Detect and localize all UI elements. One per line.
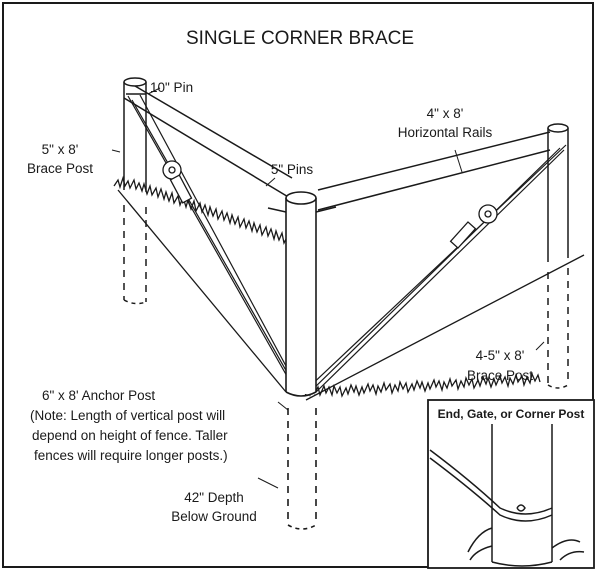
label-rails-line1: 4" x 8' [427,106,464,121]
diagram-title: SINGLE CORNER BRACE [186,28,414,49]
left-brace-post [123,77,147,305]
label-left-brace-line1: 5" x 8' [42,142,79,157]
label-left-brace-line2: Brace Post [27,161,93,176]
pins [126,93,337,213]
label-right-brace-line2: Brace Post [467,368,533,383]
inset-panel: End, Gate, or Corner Post [427,399,595,569]
label-depth-line1: 42" Depth [184,490,244,505]
label-rails-line2: Horizontal Rails [398,125,493,140]
leader-lines [111,87,545,489]
label-right-brace-line1: 4-5" x 8' [476,348,525,363]
label-depth-line2: Below Ground [171,509,257,524]
tension-wires [127,94,567,395]
label-5in-pins: 5" Pins [271,162,314,177]
right-brace-post [547,123,569,389]
inset-title: End, Gate, or Corner Post [438,407,585,421]
tensioner-left [162,160,193,204]
anchor-post [285,191,317,530]
inset-border [427,399,595,569]
label-anchor-line2: (Note: Length of vertical post will [30,408,225,423]
ground-grass [113,175,585,401]
inset-post-illustration [429,424,585,567]
label-10in-pin: 10" Pin [150,80,193,95]
tensioner-right [449,204,498,249]
label-anchor-line4: fences will require longer posts.) [34,448,228,463]
label-anchor-line1: 6" x 8' Anchor Post [42,388,155,403]
horizontal-rails [123,85,551,211]
label-anchor-line3: depend on height of fence. Taller [32,428,228,443]
